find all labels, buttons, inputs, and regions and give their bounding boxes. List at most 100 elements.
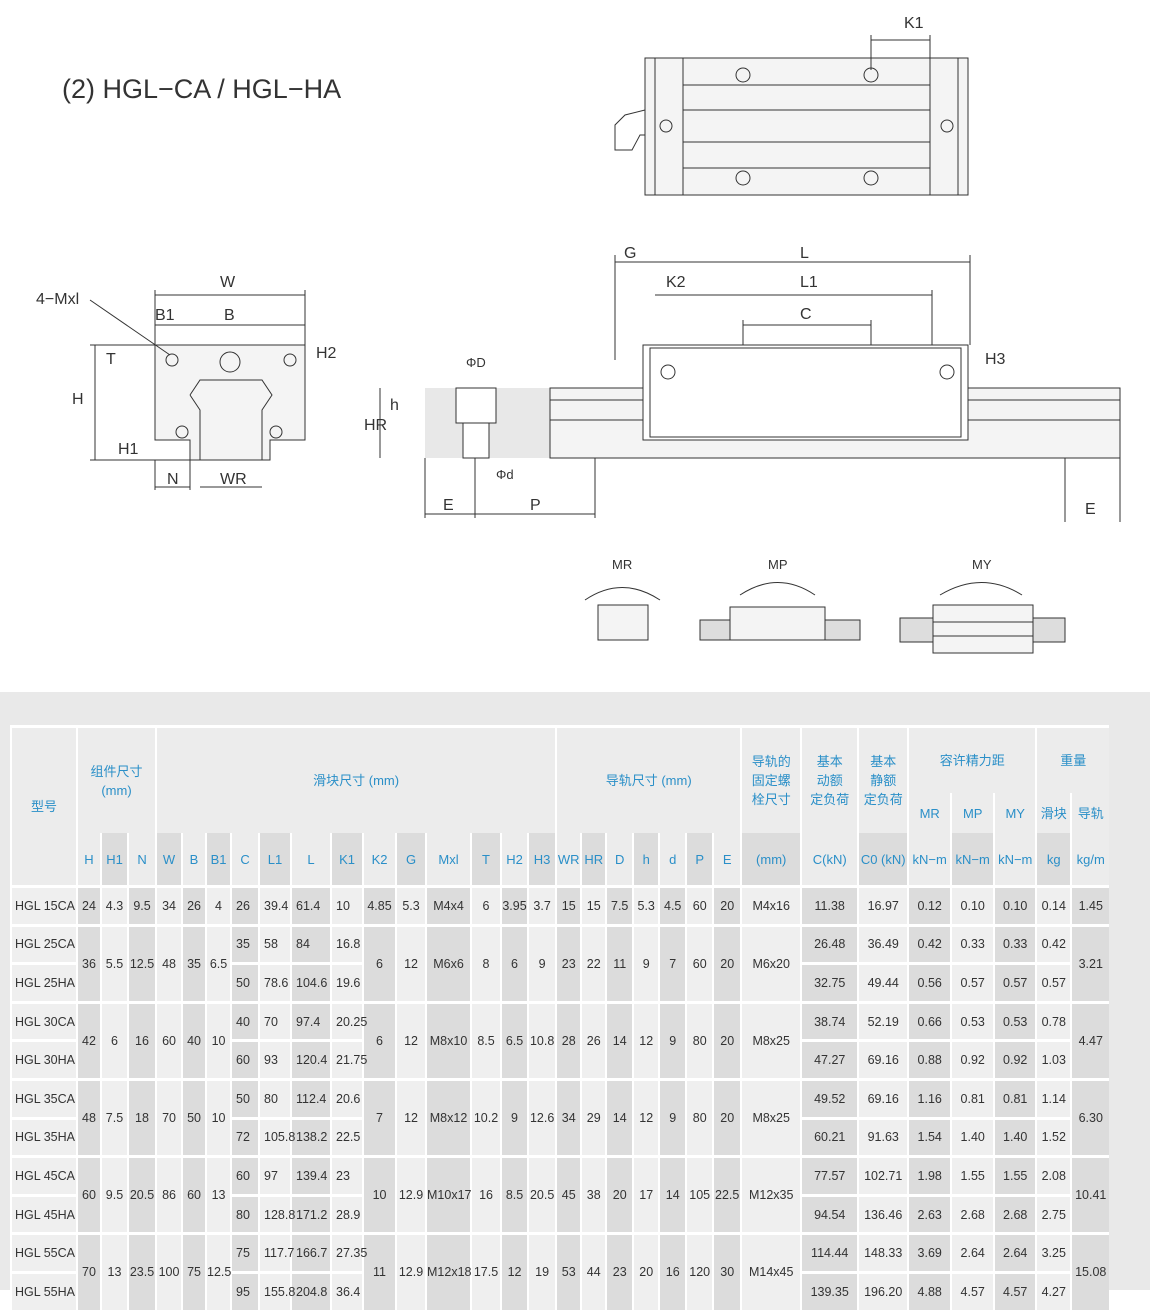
header-assembly-dims: 组件尺寸 (mm) xyxy=(75,726,157,833)
label-c: C xyxy=(800,306,812,323)
model-cell: HGL 45HA xyxy=(10,1193,77,1234)
cell-mxl: M8x12 xyxy=(425,1077,472,1157)
specifications-table: 型号组件尺寸 (mm)滑块尺寸 (mm)导轨尺寸 (mm)导轨的 固定螺 栓尺寸… xyxy=(10,725,1110,1313)
cell-l: 120.4 xyxy=(290,1039,332,1080)
cell-n: 20.5 xyxy=(126,1155,157,1234)
cell-h: 42 xyxy=(76,1000,101,1080)
cell-b: 35 xyxy=(181,923,207,1003)
cell-mr: 0.12 xyxy=(907,885,952,926)
end-view-drawing xyxy=(89,290,306,490)
cell-mp: 2.64 xyxy=(950,1232,995,1273)
cell-cdyn: 114.44 xyxy=(800,1232,859,1273)
cell-block-kg: 1.52 xyxy=(1035,1116,1072,1157)
cell-cdyn: 26.48 xyxy=(800,923,859,964)
cell-n: 23.5 xyxy=(126,1232,157,1312)
cell-h3: 10.8 xyxy=(527,1000,557,1080)
cell-my: 1.55 xyxy=(993,1155,1037,1196)
cell-c: 50 xyxy=(230,962,260,1003)
label-l1: L1 xyxy=(800,274,818,291)
cell-cdyn: 32.75 xyxy=(800,962,859,1003)
cell-b1: 10 xyxy=(205,1000,232,1080)
cell-w: 70 xyxy=(155,1077,183,1157)
column-header: C xyxy=(230,833,260,887)
cell-k1: 36.4 xyxy=(330,1270,364,1312)
cell-b: 26 xyxy=(181,885,207,926)
cell-h: 12 xyxy=(632,1000,660,1080)
cell-c: 40 xyxy=(230,1000,260,1041)
cell-mr: 0.88 xyxy=(907,1039,952,1080)
cell-c: 60 xyxy=(230,1155,260,1196)
cell-mr: 0.66 xyxy=(907,1000,952,1041)
cell-c0: 148.33 xyxy=(857,1232,909,1273)
cell-c: 50 xyxy=(230,1077,260,1119)
cell-block-kg: 0.57 xyxy=(1035,962,1072,1003)
cell-k2: 6 xyxy=(362,1000,397,1080)
header-model: 型号 xyxy=(10,726,77,887)
label-t: T xyxy=(106,351,116,368)
column-header: K1 xyxy=(330,833,364,887)
cell-mr: 0.42 xyxy=(907,923,952,964)
cell-rail-kg: 4.47 xyxy=(1070,1000,1110,1080)
label-h: H xyxy=(72,391,84,408)
cell-k1: 27.35 xyxy=(330,1232,367,1273)
column-header: E xyxy=(712,833,742,887)
cell-wr: 34 xyxy=(555,1077,582,1157)
cell-b1: 4 xyxy=(205,885,232,926)
cell-h2: 12 xyxy=(500,1232,529,1312)
cell-mp: 0.10 xyxy=(950,885,995,926)
cell-c0: 136.46 xyxy=(857,1193,909,1234)
cell-e: 20 xyxy=(712,885,742,926)
label-e-left: E xyxy=(443,497,454,514)
cell-rail-kg: 3.21 xyxy=(1070,923,1110,1003)
label-l: L xyxy=(800,245,809,262)
cell-c0: 49.44 xyxy=(857,962,909,1003)
cell-g: 12 xyxy=(395,923,427,1003)
cell-l1: 155.8 xyxy=(258,1270,295,1312)
cell-my: 2.68 xyxy=(993,1193,1037,1234)
cell-e: 20 xyxy=(712,923,742,1003)
cell-mp: 1.55 xyxy=(950,1155,995,1196)
cell-mp: 0.33 xyxy=(950,923,995,964)
cell-hr: 38 xyxy=(580,1155,607,1234)
cell-d: 16 xyxy=(658,1232,687,1312)
column-header: T xyxy=(470,833,502,887)
cell-l: 112.4 xyxy=(290,1077,332,1119)
cell-k2: 4.85 xyxy=(362,885,397,926)
cell-my: 2.64 xyxy=(993,1232,1037,1273)
cell-b: 50 xyxy=(181,1077,207,1157)
cell-h1: 6 xyxy=(100,1000,128,1080)
model-cell: HGL 25HA xyxy=(10,962,77,1003)
cell-h: 70 xyxy=(76,1232,101,1312)
cell-c: 72 xyxy=(230,1116,260,1157)
column-header: d xyxy=(658,833,687,887)
cell-g: 12 xyxy=(395,1077,427,1157)
label-n: N xyxy=(167,471,179,488)
column-header: kg xyxy=(1035,833,1072,887)
label-e-right: E xyxy=(1085,501,1096,518)
cell-h2: 9 xyxy=(500,1077,529,1157)
cell-h: 20 xyxy=(632,1232,660,1312)
cell-l: 204.8 xyxy=(290,1270,332,1312)
column-header: L xyxy=(290,833,332,887)
cell-k1: 21.75 xyxy=(330,1039,367,1080)
header-static-load: 基本 静额 定负荷 xyxy=(857,726,909,833)
cell-rail-kg: 15.08 xyxy=(1070,1232,1110,1312)
cell-k1: 23 xyxy=(330,1155,364,1196)
cell-cdyn: 139.35 xyxy=(800,1270,859,1312)
cell-c0: 52.19 xyxy=(857,1000,909,1041)
cell-cdyn: 94.54 xyxy=(800,1193,859,1234)
cell-h3: 3.7 xyxy=(527,885,557,926)
cell-h: 5.3 xyxy=(632,885,660,926)
cell-wr: 15 xyxy=(555,885,582,926)
header-moment-my: MY xyxy=(993,793,1037,833)
cell-d: 7 xyxy=(658,923,687,1003)
column-header: h xyxy=(632,833,660,887)
cell-mxl: M8x10 xyxy=(425,1000,472,1080)
label-hr: HR xyxy=(364,417,388,434)
cell-k1: 20.6 xyxy=(330,1077,364,1119)
column-header: H xyxy=(76,833,101,887)
cell-d: 14 xyxy=(605,1000,634,1080)
